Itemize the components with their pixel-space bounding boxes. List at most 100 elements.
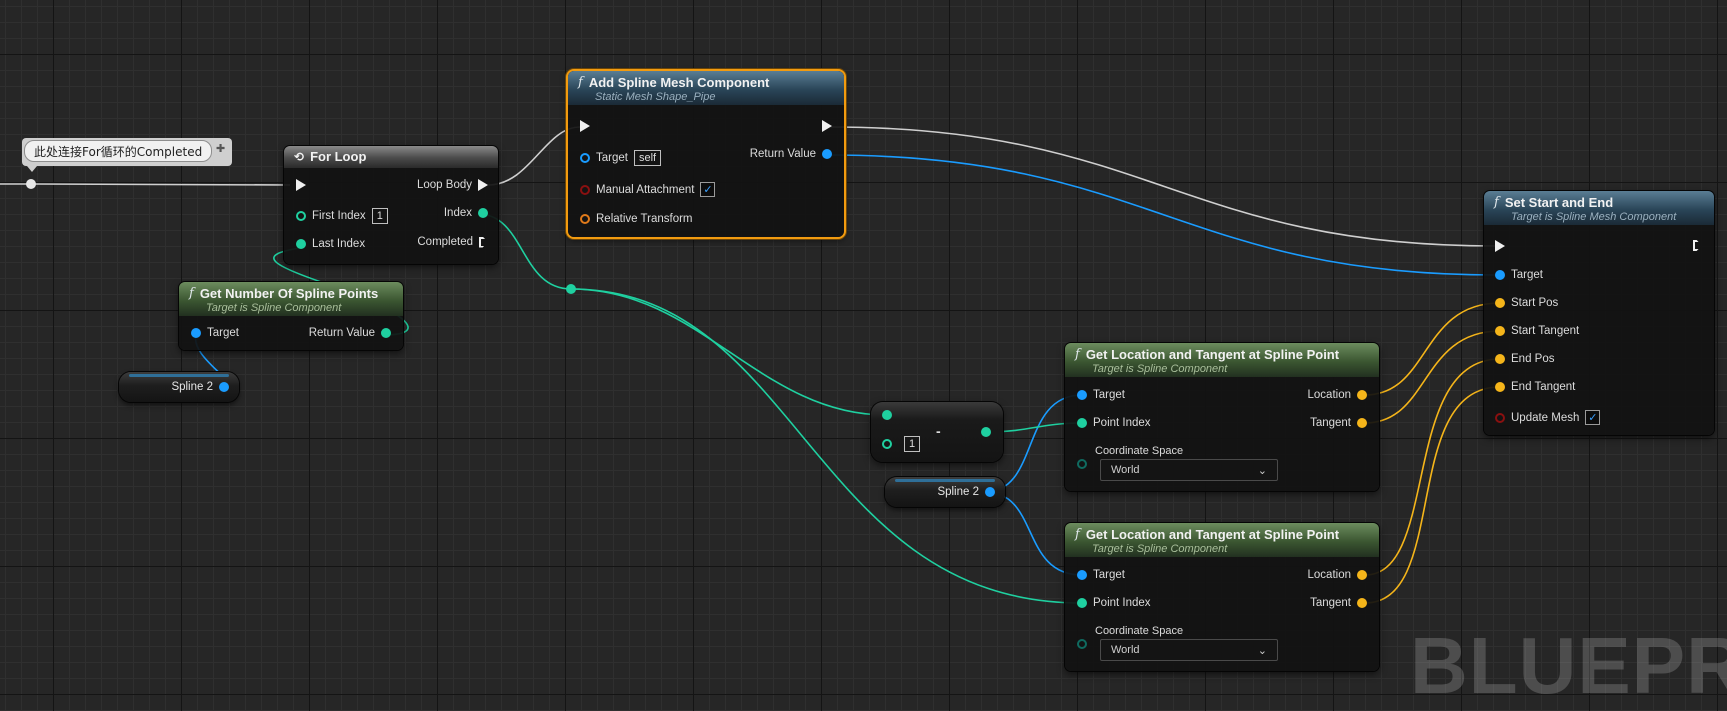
pin-loop-body[interactable]: Loop Body: [417, 179, 488, 191]
object-pin-icon: [1495, 270, 1505, 280]
target-self-input[interactable]: self: [633, 150, 662, 166]
pin-coordinate-space[interactable]: [1077, 459, 1087, 469]
node-subtitle: Target is Spline Component: [206, 302, 342, 314]
pin-exec-out[interactable]: [1693, 240, 1702, 251]
node-title: Get Location and Tangent at Spline Point: [1085, 527, 1340, 542]
pin-tangent[interactable]: Tangent: [1310, 417, 1367, 429]
label-coordinate-space: Coordinate Space: [1095, 625, 1184, 637]
pin-relative-transform[interactable]: Relative Transform: [580, 213, 693, 225]
chevron-down-icon: ⌄: [1257, 464, 1267, 477]
wire-vec-tan2-endtangent: [1364, 386, 1501, 604]
coordinate-space-dropdown[interactable]: World ⌄: [1100, 459, 1278, 481]
function-icon: f: [1494, 195, 1499, 210]
wire-vec-loc2-endpos: [1364, 358, 1501, 576]
pin-target[interactable]: Target: [191, 327, 239, 339]
pin-return-value[interactable]: Return Value: [750, 148, 832, 160]
object-pin-icon[interactable]: [985, 487, 995, 497]
int-pin-icon: [1077, 598, 1087, 608]
function-icon: f: [189, 286, 194, 301]
variable-spline-2-middle[interactable]: Spline 2: [885, 477, 1005, 507]
enum-pin-icon: [1077, 459, 1087, 469]
pin-a[interactable]: [882, 410, 892, 420]
pin-target[interactable]: Target: [1495, 269, 1543, 281]
int-pin-icon: [296, 239, 306, 249]
subtract-b-input[interactable]: 1: [904, 436, 921, 452]
pin-point-index[interactable]: Point Index: [1077, 597, 1151, 609]
chevron-down-icon: ⌄: [1257, 644, 1267, 657]
node-subtract[interactable]: 1: [871, 402, 1003, 462]
vector-pin-icon: [1357, 390, 1367, 400]
pin-start-pos[interactable]: Start Pos: [1495, 297, 1558, 309]
pin-completed[interactable]: Completed: [417, 236, 488, 248]
pin-end-pos[interactable]: End Pos: [1495, 353, 1554, 365]
pin-target[interactable]: Target: [1077, 569, 1125, 581]
comment-bubble[interactable]: 此处连接For循环的Completed: [24, 140, 213, 162]
variable-spline-2[interactable]: Spline 2: [119, 372, 239, 402]
pin-result[interactable]: [981, 427, 991, 437]
pin-target[interactable]: Target: [1077, 389, 1125, 401]
object-pin-icon: [191, 328, 201, 338]
pin-location[interactable]: Location: [1308, 389, 1367, 401]
pin-last-index[interactable]: Last Index: [296, 238, 365, 250]
pin-exec-out[interactable]: [822, 120, 832, 132]
pin-coordinate-space[interactable]: [1077, 639, 1087, 649]
pin-update-mesh[interactable]: Update Mesh✓: [1495, 410, 1601, 425]
exec-out-hollow-icon: [1693, 240, 1702, 251]
reroute-exec-comment[interactable]: [26, 179, 36, 189]
pin-manual-attachment[interactable]: Manual Attachment✓: [580, 182, 716, 197]
pin-end-tangent[interactable]: End Tangent: [1495, 381, 1575, 393]
comment-tip: [27, 166, 37, 172]
node-title: For Loop: [310, 149, 367, 164]
pin-exec-in[interactable]: [580, 120, 590, 132]
vector-pin-icon: [1495, 326, 1505, 336]
vector-pin-icon: [1495, 382, 1505, 392]
enum-pin-icon: [1077, 639, 1087, 649]
for-loop-icon: ⟲: [294, 149, 305, 164]
exec-in-icon: [296, 179, 306, 191]
exec-out-hollow-icon: [479, 236, 488, 248]
pin-index[interactable]: Index: [444, 207, 488, 219]
manual-attachment-checkbox[interactable]: ✓: [700, 182, 716, 197]
pin-exec-in[interactable]: [1495, 240, 1505, 252]
int-pin-icon: [981, 427, 991, 437]
coordinate-space-dropdown[interactable]: World ⌄: [1100, 639, 1278, 661]
vector-pin-icon: [1357, 598, 1367, 608]
node-header[interactable]: ⟲ For Loop: [284, 146, 498, 168]
int-pin-icon: [296, 211, 306, 221]
pin-tangent[interactable]: Tangent: [1310, 597, 1367, 609]
first-index-input[interactable]: 1: [371, 208, 388, 224]
node-subtitle: Target is Spline Mesh Component: [1511, 211, 1677, 223]
wire-vec-loc1-startpos: [1364, 302, 1501, 396]
wire-exec-comment: [0, 183, 291, 186]
vector-pin-icon: [1357, 570, 1367, 580]
pin-exec-in[interactable]: [296, 179, 306, 191]
pin-point-index[interactable]: Point Index: [1077, 417, 1151, 429]
exec-in-icon: [580, 120, 590, 132]
pin-location[interactable]: Location: [1308, 569, 1367, 581]
wire-vec-tan1-starttangent: [1364, 330, 1501, 424]
update-mesh-checkbox[interactable]: ✓: [1585, 410, 1601, 425]
pin-return-value[interactable]: Return Value: [309, 327, 391, 339]
node-subtitle: Target is Spline Component: [1092, 363, 1228, 375]
object-pin-icon[interactable]: [219, 382, 229, 392]
reroute-index[interactable]: [566, 284, 576, 294]
function-icon: f: [578, 75, 583, 90]
pin-b[interactable]: 1: [882, 436, 921, 452]
exec-out-icon: [478, 179, 488, 191]
pin-icon[interactable]: ✚: [216, 143, 226, 155]
int-pin-icon: [882, 410, 892, 420]
pin-start-tangent[interactable]: Start Tangent: [1495, 325, 1579, 337]
